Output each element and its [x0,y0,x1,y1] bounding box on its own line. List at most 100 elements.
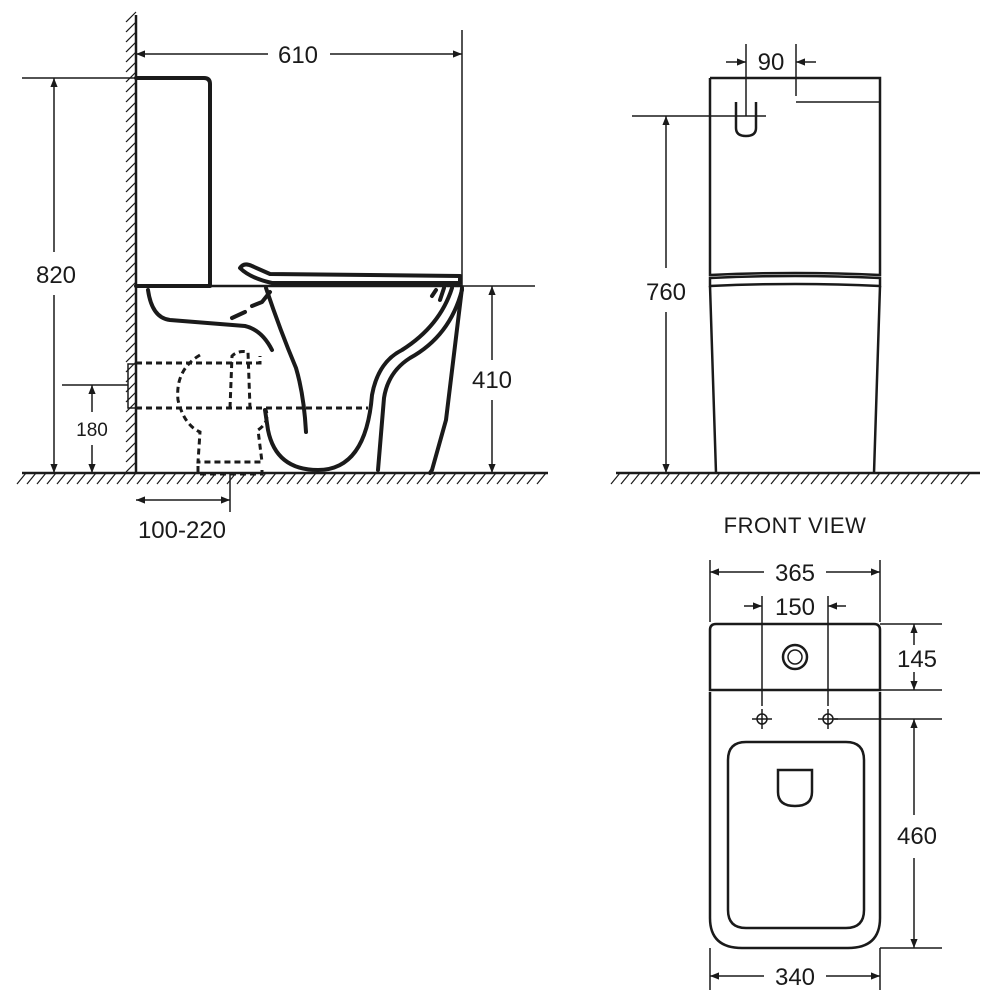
trap-upper-curve [146,288,274,352]
floor-hatch-mark [940,472,951,485]
floor-hatch-mark [930,472,941,485]
floor-hatch-mark [730,472,741,485]
view-title: FRONT VIEW [724,513,867,538]
floor-hatch-mark [750,472,761,485]
wall-hatch-mark [125,131,137,143]
seat-bolt-hole-left [752,709,772,729]
floor-hatch-mark [66,472,77,485]
wall-hatch-mark [125,211,137,223]
floor-hatch-mark [890,472,901,485]
floor-hatch-mark [900,472,911,485]
wall-hatch-mark [125,401,137,413]
seat-joint [708,274,882,288]
dim-410-label: 410 [472,367,512,394]
floor-hatch-mark [770,472,781,485]
floor-hatch-mark [306,472,317,485]
wall-hatch-mark [125,141,137,153]
floor-hatch-mark [26,472,37,485]
floor-hatch-mark [710,472,721,485]
drain-outline [776,768,814,808]
wall-hatch-mark [125,241,137,253]
wall-hatch-mark [125,81,137,93]
floor-hatch-mark [840,472,851,485]
floor-hatch [16,472,547,485]
wall-hatch-mark [125,221,137,233]
floor-hatch-mark [660,472,671,485]
wall-hatch-mark [125,301,137,313]
floor-hatch-mark [406,472,417,485]
floor-hatch-mark [126,472,137,485]
floor-hatch-mark [610,472,621,485]
floor-hatch-mark [860,472,871,485]
dim-145-label: 145 [897,646,937,673]
floor-hatch-mark [536,472,547,485]
floor-hatch-mark [960,472,971,485]
wall-hatch-mark [125,341,137,353]
floor-hatch-mark [446,472,457,485]
rim-detail [430,286,446,302]
dim-610-label: 610 [278,42,318,69]
floor-hatch-mark [76,472,87,485]
dim-340-label: 340 [775,964,815,991]
floor-hatch-mark [286,472,297,485]
floor-hatch-mark [366,472,377,485]
floor-hatch-mark [376,472,387,485]
floor-hatch-mark [820,472,831,485]
tank-outline [134,76,212,288]
wall-hatch-mark [125,271,137,283]
outlet-pipe-hidden [136,356,368,410]
floor-hatch-mark [880,472,891,485]
floor-hatch-mark [910,472,921,485]
floor-hatch-mark [680,472,691,485]
floor-hatch-mark [950,472,961,485]
front-elevation: 90 760 [610,44,980,485]
floor-hatch-mark [456,472,467,485]
floor-hatch-right [610,472,971,485]
floor-hatch-mark [620,472,631,485]
floor-hatch-mark [810,472,821,485]
floor-hatch-mark [670,472,681,485]
floor-hatch-mark [56,472,67,485]
hinge-detail [230,290,272,320]
wall-hatch-mark [125,61,137,73]
wall-hatch-mark [125,151,137,163]
floor-hatch-mark [86,472,97,485]
wall-hatch-mark [125,311,137,323]
floor-hatch-mark [830,472,841,485]
floor-hatch-mark [640,472,651,485]
bowl-inner-outline [726,740,866,930]
wall-hatch-mark [125,111,137,123]
tank-top-outline [708,622,882,692]
wall-hatch-mark [125,351,137,363]
wall-hatch-mark [125,171,137,183]
wall-hatch-mark [125,441,137,453]
floor-hatch-mark [850,472,861,485]
wall-hatch-mark [125,41,137,53]
dim-820-label: 820 [36,262,76,289]
floor-hatch-mark [296,472,307,485]
flush-button-top-inner [787,649,803,665]
wall-hatch-mark [125,281,137,293]
floor-hatch-mark [516,472,527,485]
floor-hatch-mark [116,472,127,485]
floor-hatch-mark [96,472,107,485]
wall-hatch-mark [125,201,137,213]
wall-hatch-mark [125,411,137,423]
floor-hatch-mark [396,472,407,485]
dim-outlet-label: 100-220 [138,517,226,544]
trap-hidden [176,353,269,464]
bowl-outer-outline [708,692,882,950]
bowl-inner-curve [263,286,454,472]
body-sides [708,285,882,474]
flush-button [734,102,758,138]
floor-hatch-mark [36,472,47,485]
floor-hatch-mark [326,472,337,485]
floor-hatch-mark [186,472,197,485]
bowl-inner-front [264,286,308,434]
floor-hatch-mark [146,472,157,485]
floor-hatch-mark [920,472,931,485]
dim-90-label: 90 [758,49,785,76]
wall-hatch-mark [125,321,137,333]
floor-hatch-mark [496,472,507,485]
